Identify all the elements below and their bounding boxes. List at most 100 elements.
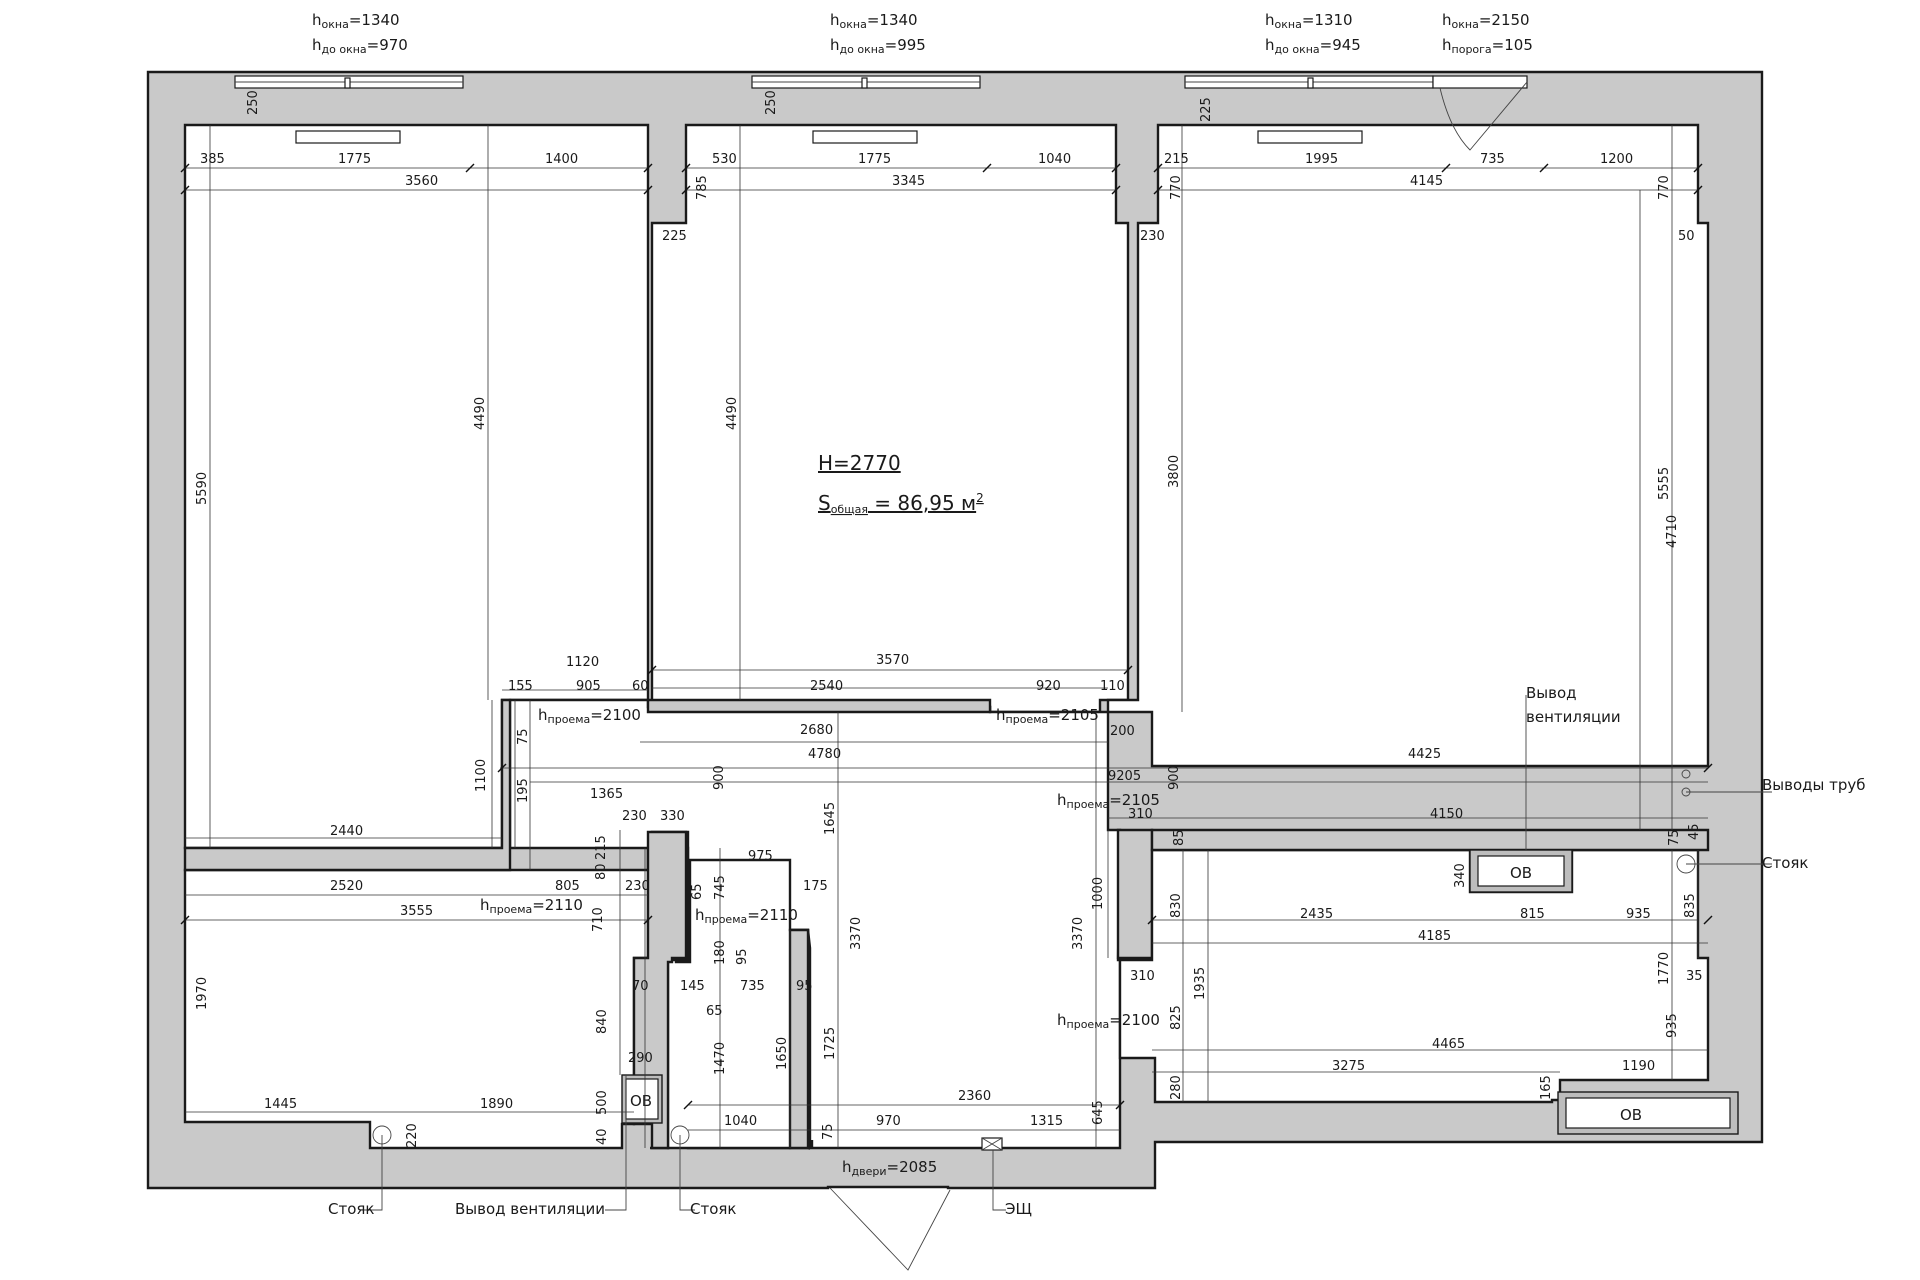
riser-right-callout: Стояк xyxy=(1762,854,1808,872)
window-3-mullion xyxy=(1307,77,1314,89)
dim-label: 225 xyxy=(1199,97,1214,122)
dim-label: 65 xyxy=(706,1004,723,1019)
dim-label: 920 xyxy=(1036,679,1061,694)
dim-label: 1770 xyxy=(1657,952,1672,985)
dim-label: 215 xyxy=(594,835,609,860)
dim-label: 4425 xyxy=(1408,747,1441,762)
window-2-height: hокна=1340 xyxy=(830,11,918,31)
dim-label: 500 xyxy=(595,1090,610,1115)
window-3-height: hокна=1310 xyxy=(1265,11,1353,31)
dimension-ticks xyxy=(180,163,1713,1110)
dim-label: 815 xyxy=(1520,907,1545,922)
partition-lower-left-outline xyxy=(183,698,512,872)
dim-label: 385 xyxy=(200,152,225,167)
dim-label: 95 xyxy=(735,948,750,965)
riser-mid-callout: Стояк xyxy=(690,1200,736,1218)
dim-label: 2435 xyxy=(1300,907,1333,922)
dim-label: 3555 xyxy=(400,904,433,919)
window-2-sill: hдо окна=995 xyxy=(830,36,926,56)
dim-label: 1200 xyxy=(1600,152,1633,167)
dim-label: 1445 xyxy=(264,1097,297,1112)
dim-label: 840 xyxy=(595,1009,610,1034)
dim-label: 3275 xyxy=(1332,1059,1365,1074)
dim-label: 4490 xyxy=(725,397,740,430)
bedroom-middle xyxy=(650,123,1130,714)
entrance-door-swing xyxy=(829,1187,951,1271)
dim-label: 3800 xyxy=(1167,455,1182,488)
dim-label: 50 xyxy=(1678,229,1695,244)
dim-label: 200 xyxy=(1110,724,1135,739)
dim-label: 165 xyxy=(1539,1075,1554,1100)
dim-label: 310 xyxy=(1128,807,1153,822)
dim-label: 60 xyxy=(632,679,649,694)
dim-label: 710 xyxy=(591,907,606,932)
balcony-door xyxy=(1432,75,1528,89)
dim-label: 35 xyxy=(1686,969,1703,984)
dim-label: 310 xyxy=(1130,969,1155,984)
dim-label: 230 xyxy=(1140,229,1165,244)
dim-label: 5555 xyxy=(1657,467,1672,500)
window-3-sill: hдо окна=945 xyxy=(1265,36,1361,56)
dim-label: 1190 xyxy=(1622,1059,1655,1074)
partition-middle-bottom-outline xyxy=(646,698,992,714)
dim-label: 2440 xyxy=(330,824,363,839)
balcony-door-swing xyxy=(1439,81,1528,151)
dim-label: 1120 xyxy=(566,655,599,670)
dim-label: 4780 xyxy=(808,747,841,762)
balcony-door-height: hокна=2150 xyxy=(1442,11,1530,31)
dim-label: 2360 xyxy=(958,1089,991,1104)
radiator-3 xyxy=(1257,130,1363,144)
dim-label: 4490 xyxy=(473,397,488,430)
balcony-threshold: hпорога=105 xyxy=(1442,36,1533,56)
dim-label: 75 xyxy=(516,728,531,745)
dim-label: 280 xyxy=(1169,1075,1184,1100)
dim-label: 1890 xyxy=(480,1097,513,1112)
dim-label: 735 xyxy=(740,979,765,994)
dim-label: 180 xyxy=(713,940,728,965)
dim-label: 95 xyxy=(796,979,813,994)
dim-label: 9205 xyxy=(1108,769,1141,784)
window-1-height: hокна=1340 xyxy=(312,11,400,31)
dim-label: 1775 xyxy=(338,152,371,167)
ov-duct-kitchen-inner xyxy=(1477,855,1565,887)
dim-label: 3370 xyxy=(1071,917,1086,950)
dim-label: 2680 xyxy=(800,723,833,738)
dim-label: 785 xyxy=(695,175,710,200)
dim-label: 230 xyxy=(622,809,647,824)
total-area: Sобщая = 86,95 м2 xyxy=(818,491,984,516)
dim-label: 825 xyxy=(1169,1005,1184,1030)
dim-label: 3560 xyxy=(405,174,438,189)
vent-callout-line1: Вывод xyxy=(1526,684,1577,702)
dim-label: 770 xyxy=(1657,175,1672,200)
outer-wall-outline xyxy=(146,70,1764,1190)
dim-label: 530 xyxy=(712,152,737,167)
window-1-mullion xyxy=(344,77,351,89)
living-lower-wall-outline xyxy=(1150,828,1710,852)
dim-label: 3570 xyxy=(876,653,909,668)
dim-label: 1040 xyxy=(1038,152,1071,167)
dim-label: 770 xyxy=(1169,175,1184,200)
dim-label: 230 xyxy=(625,879,650,894)
dim-label: 1000 xyxy=(1091,877,1106,910)
ceiling-height: H=2770 xyxy=(818,451,901,475)
partition-middle-bottom xyxy=(648,700,990,712)
ov-label-2: ОВ xyxy=(1620,1106,1642,1124)
dim-label: 155 xyxy=(508,679,533,694)
dim-label: 735 xyxy=(1480,152,1505,167)
shaft-left-outline xyxy=(632,830,688,1150)
dim-label: 4710 xyxy=(1665,515,1680,548)
dim-label: 4185 xyxy=(1418,929,1451,944)
dim-label: 830 xyxy=(1169,893,1184,918)
dim-label: 1775 xyxy=(858,152,891,167)
dim-label: 225 xyxy=(662,229,687,244)
dim-label: 1970 xyxy=(195,977,210,1010)
dim-label: 975 xyxy=(748,849,773,864)
ov-duct-bottom-inner xyxy=(1565,1097,1731,1129)
dim-label: 1995 xyxy=(1305,152,1338,167)
dim-label: 250 xyxy=(764,90,779,115)
partition-wc-right xyxy=(790,930,808,1148)
dim-label: 935 xyxy=(1665,1013,1680,1038)
dim-label: 835 xyxy=(1683,893,1698,918)
leader-lines xyxy=(362,695,1772,1211)
dim-label: 195 xyxy=(516,778,531,803)
